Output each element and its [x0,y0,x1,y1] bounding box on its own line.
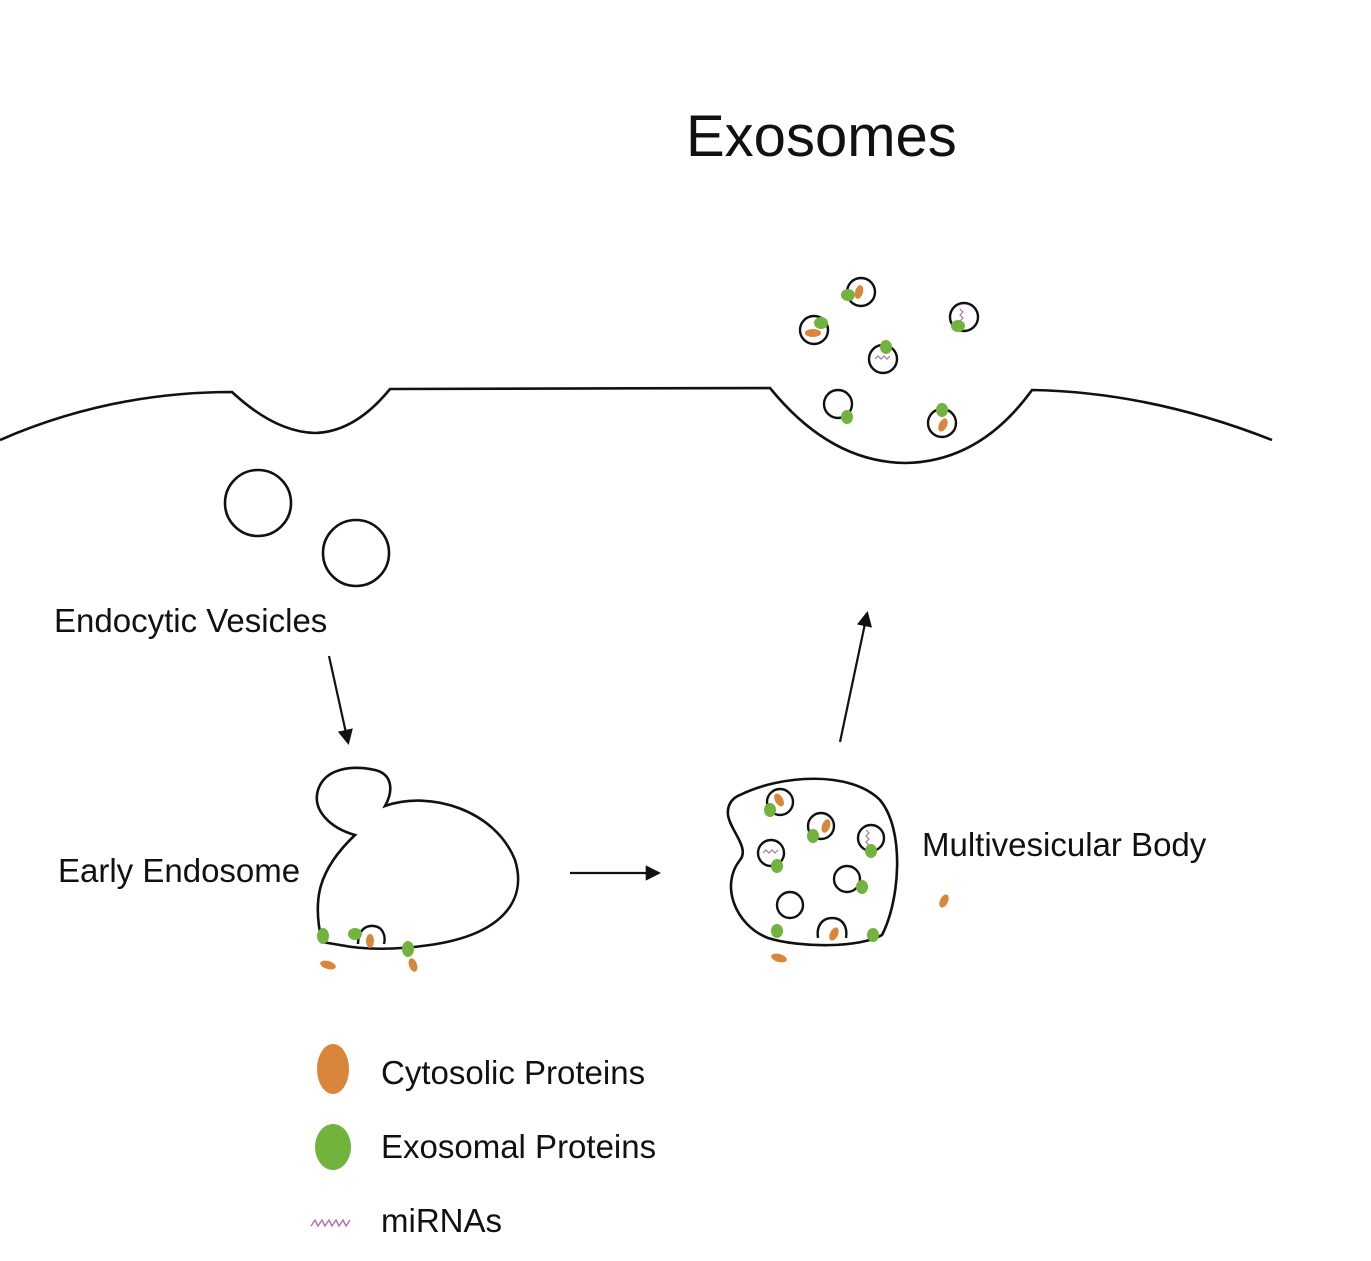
legend-mirnas: miRNAs [381,1202,502,1239]
endocytic-vesicle [321,518,391,588]
legend-cytosolic-proteins: Cytosolic Proteins [381,1054,646,1091]
arrow-to-membrane [838,610,872,743]
multivesicular-body [726,777,949,963]
label-endocytic-vesicles: Endocytic Vesicles [54,602,328,639]
squiggle-icon [310,1218,351,1228]
green-oval-icon [315,1124,351,1170]
arrow-to-early-endosome [327,655,353,746]
legend-exosomal-proteins: Exosomal Proteins [381,1128,657,1165]
diagram-title: Exosomes [686,104,957,169]
plasma-membrane [0,386,1273,465]
released-exosomes [798,276,980,439]
early-endosome [315,766,520,972]
orange-oval-icon [317,1044,349,1094]
label-early-endosome: Early Endosome [58,852,301,889]
endocytic-vesicle [223,468,293,538]
label-multivesicular-body: Multivesicular Body [922,826,1207,863]
